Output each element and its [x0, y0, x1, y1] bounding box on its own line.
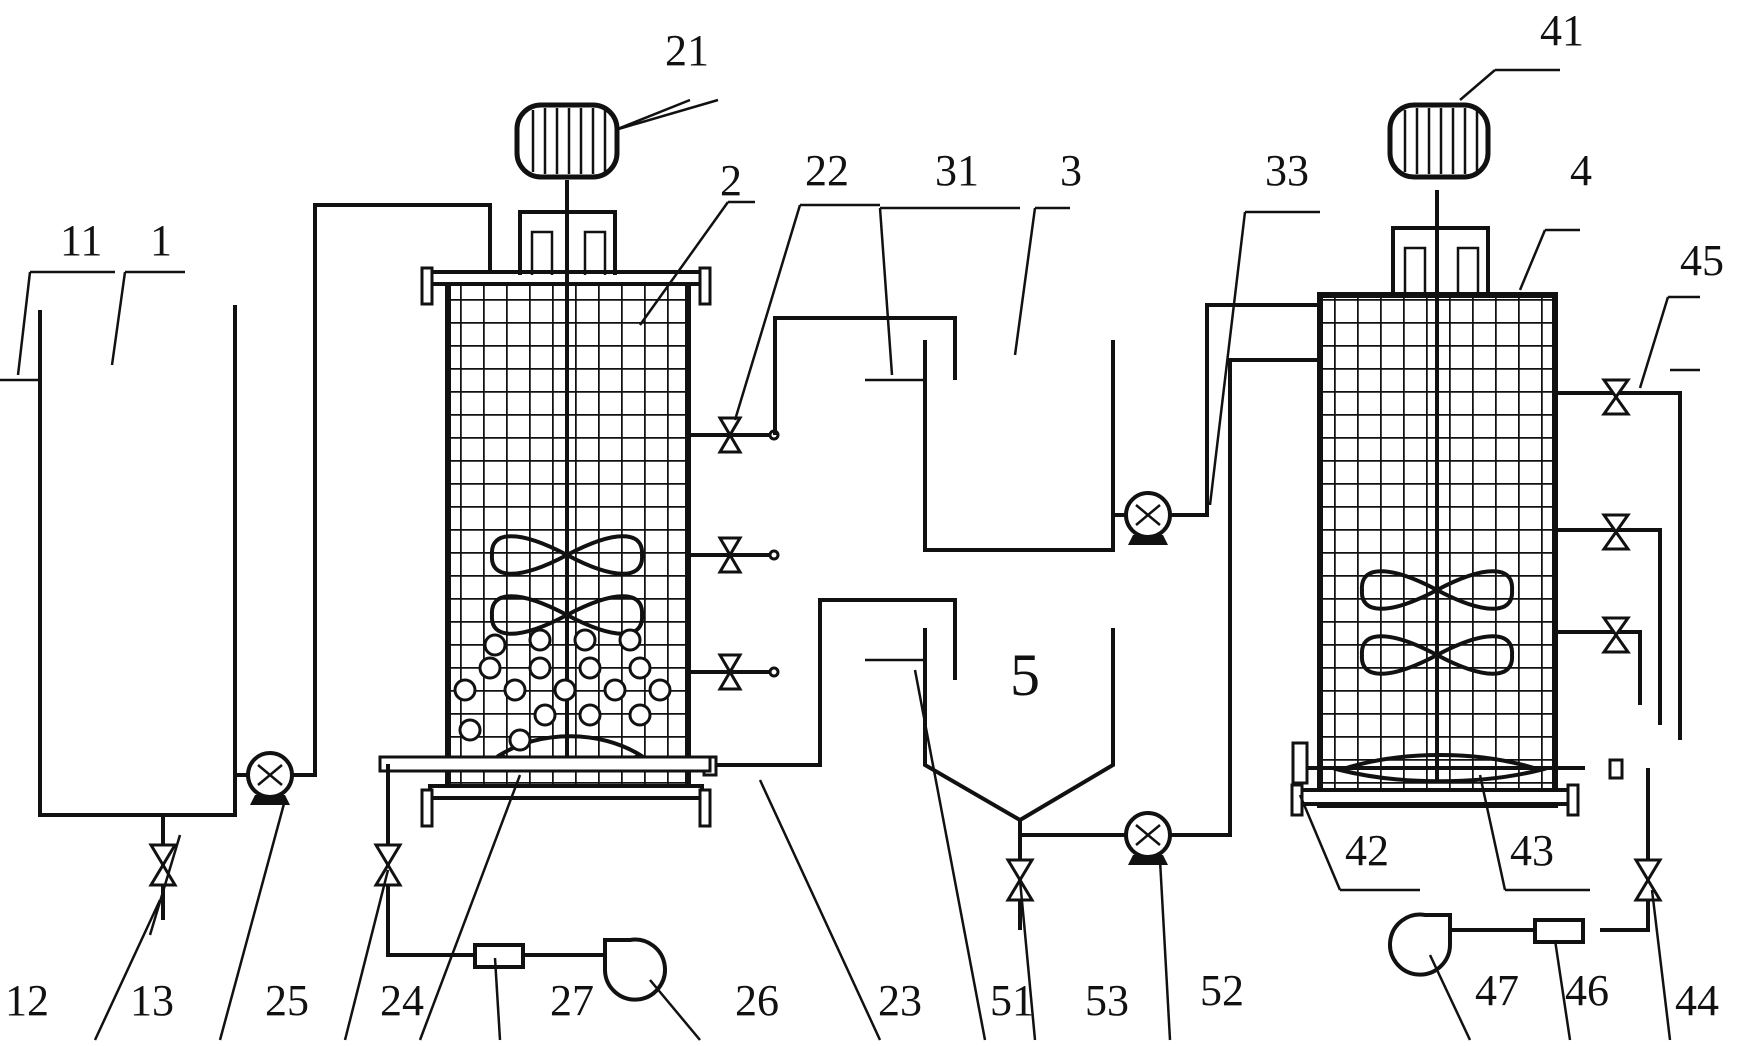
label-13: 13: [130, 976, 174, 1025]
label-11: 11: [60, 216, 102, 265]
label-22: 22: [805, 146, 849, 195]
sampling-valves-22: [690, 416, 780, 691]
tank-5: [865, 628, 1115, 930]
label-25: 25: [265, 976, 309, 1025]
pump-52: [1020, 358, 1320, 865]
label-27: 27: [550, 976, 594, 1025]
label-41: 41: [1540, 6, 1584, 55]
label-2: 2: [720, 156, 742, 205]
side-valves-45: [1558, 368, 1700, 740]
label-12: 12: [5, 976, 49, 1025]
label-47: 47: [1475, 966, 1519, 1015]
motor-21: [514, 102, 620, 180]
label-46: 46: [1565, 966, 1609, 1015]
pump-33: [1113, 303, 1320, 545]
motor-41: [1387, 102, 1491, 180]
valve-12: [148, 815, 178, 920]
label-33: 33: [1265, 146, 1309, 195]
label-26: 26: [735, 976, 779, 1025]
label-51: 51: [990, 976, 1034, 1025]
label-52: 52: [1200, 966, 1244, 1015]
label-43: 43: [1510, 826, 1554, 875]
aeration-system: [373, 755, 712, 1002]
label-5: 5: [1010, 642, 1040, 708]
reactor-4: [1290, 190, 1624, 817]
label-44: 44: [1675, 976, 1719, 1025]
label-42: 42: [1345, 826, 1389, 875]
label-4: 4: [1570, 146, 1592, 195]
leader-lines: [93, 68, 1700, 1041]
label-23: 23: [878, 976, 922, 1025]
pump-13: [235, 203, 492, 805]
tank-1: [0, 270, 237, 817]
tank-3: [865, 206, 1115, 552]
label-45: 45: [1680, 236, 1724, 285]
reactor-2: [420, 180, 712, 828]
overflow-line: [773, 316, 957, 435]
label-31: 31: [935, 146, 979, 195]
label-1: 1: [150, 216, 172, 265]
label-3: 3: [1060, 146, 1082, 195]
aeration-system-4: [1388, 768, 1663, 977]
label-21: 21: [665, 26, 709, 75]
labels: 1 11 12 13 2 21 22 23 24 25 26 27 3 31 3…: [5, 6, 1724, 1025]
label-53: 53: [1085, 976, 1129, 1025]
label-24: 24: [380, 976, 424, 1025]
